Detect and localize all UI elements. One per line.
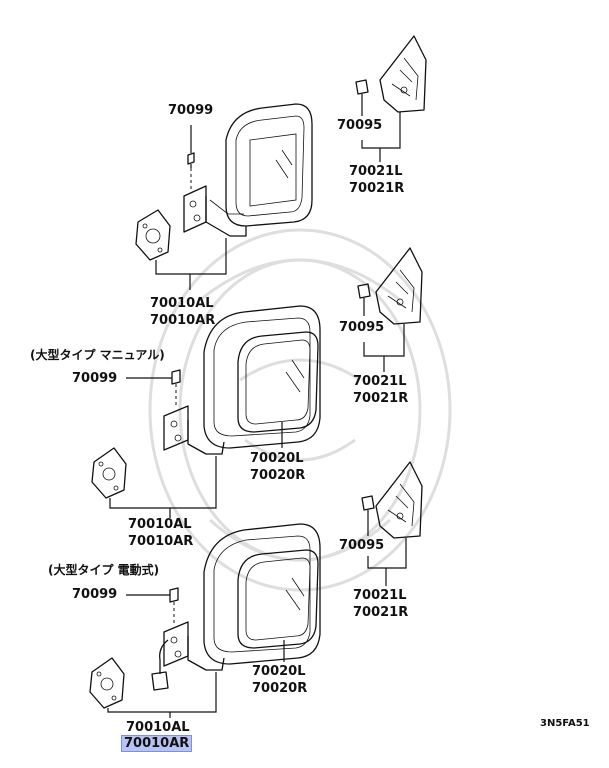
part-number-70010AR-top[interactable]: 70010AR	[150, 313, 216, 328]
part-number-70010AR-bottom-highlighted[interactable]: 70010AR	[120, 735, 193, 752]
part-number-70099-bottom[interactable]: 70099	[72, 587, 118, 602]
part-number-70020L-middle[interactable]: 70020L	[250, 451, 304, 466]
cover-assembly-3	[361, 461, 423, 586]
part-number-70095-3[interactable]: 70095	[339, 538, 385, 553]
mirror-assembly-bottom	[89, 523, 321, 718]
part-number-70010AL-bottom[interactable]: 70010AL	[126, 720, 190, 735]
mirror-assembly-middle	[91, 305, 321, 518]
part-number-70021R-1[interactable]: 70021R	[349, 181, 405, 196]
part-number-70010AL-middle[interactable]: 70010AL	[128, 517, 192, 532]
cover-assembly-1	[355, 35, 427, 162]
part-number-70010AL-top[interactable]: 70010AL	[150, 296, 214, 311]
variant-note-electric: (大型タイプ 電動式)	[48, 563, 160, 577]
part-number-70095-2[interactable]: 70095	[339, 320, 385, 335]
part-number-70010AR-middle[interactable]: 70010AR	[128, 534, 194, 549]
part-number-70021R-2[interactable]: 70021R	[353, 391, 409, 406]
mirror-assembly-top	[135, 103, 313, 290]
part-number-70020L-bottom[interactable]: 70020L	[252, 664, 306, 679]
part-number-70095-1[interactable]: 70095	[337, 118, 383, 133]
cover-assembly-2	[357, 247, 423, 372]
part-number-70021R-3[interactable]: 70021R	[353, 605, 409, 620]
figure-code: 3N5FA51	[540, 718, 590, 729]
part-number-70021L-1[interactable]: 70021L	[349, 164, 403, 179]
part-number-70021L-2[interactable]: 70021L	[353, 374, 407, 389]
part-number-70099-middle[interactable]: 70099	[72, 371, 118, 386]
part-number-70099-top[interactable]: 70099	[168, 103, 214, 118]
variant-note-manual: (大型タイプ マニュアル)	[30, 348, 165, 362]
part-number-70021L-3[interactable]: 70021L	[353, 588, 407, 603]
part-number-70020R-middle[interactable]: 70020R	[250, 468, 306, 483]
part-number-70020R-bottom[interactable]: 70020R	[252, 681, 308, 696]
